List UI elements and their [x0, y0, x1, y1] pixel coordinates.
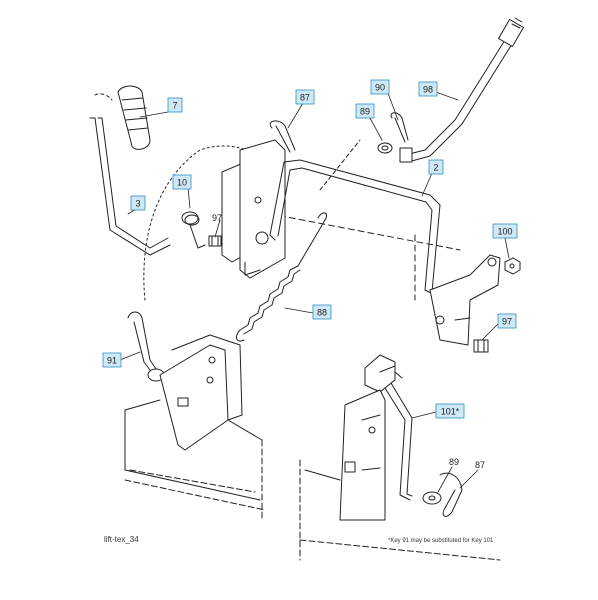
- callout-101: 101*: [435, 403, 465, 419]
- callout-10: 10: [172, 174, 192, 190]
- deck-left: [124, 399, 266, 521]
- svg-text:2: 2: [433, 163, 438, 173]
- svg-text:100: 100: [497, 227, 512, 237]
- callout-88: 88: [312, 304, 332, 320]
- label-87-bottom: 87: [475, 460, 485, 470]
- lift-tube: [399, 17, 524, 163]
- label-89-bottom: 89: [449, 457, 459, 467]
- center-bracket: [221, 139, 286, 279]
- lift-link: [269, 159, 451, 306]
- callout-3: 3: [130, 195, 146, 211]
- deck-right: [299, 459, 501, 561]
- svg-text:3: 3: [135, 199, 140, 209]
- callout-97-right: 97: [497, 313, 517, 329]
- svg-text:91: 91: [107, 356, 117, 366]
- label-97-left: 97: [212, 213, 222, 223]
- bolt-right: [473, 339, 489, 353]
- svg-text:87: 87: [300, 93, 310, 103]
- handle-grip: [117, 85, 151, 150]
- bolt-left: [208, 235, 222, 247]
- drawing-id: lift-tex_34: [104, 535, 139, 544]
- svg-text:88: 88: [317, 308, 327, 318]
- substitution-note: *Key 91 may be substituted for Key 101: [388, 538, 494, 544]
- svg-text:7: 7: [172, 101, 177, 111]
- callout-98: 98: [418, 81, 438, 97]
- right-bracket: [429, 254, 501, 346]
- torsion-spring: [181, 211, 206, 249]
- callout-89-top: 89: [355, 103, 375, 119]
- svg-text:98: 98: [423, 85, 433, 95]
- left-deck-bracket: [159, 334, 243, 451]
- callout-90: 90: [370, 79, 390, 95]
- svg-text:10: 10: [177, 178, 187, 188]
- hairpin-clip-bottom: [439, 472, 463, 517]
- hairpin-clip-top: [269, 120, 296, 153]
- washer-89-top: [377, 142, 393, 154]
- right-deck-bracket: [339, 389, 386, 521]
- callout-100: 100: [492, 223, 518, 239]
- washer-89-bottom: [422, 491, 442, 505]
- nut-100: [504, 257, 521, 275]
- extension-spring: [236, 212, 328, 342]
- callout-7: 7: [167, 97, 183, 113]
- svg-text:89: 89: [360, 107, 370, 117]
- callout-87-top: 87: [295, 89, 315, 105]
- svg-text:90: 90: [375, 83, 385, 93]
- lift-handle-rod: [89, 93, 171, 256]
- clip-90: [390, 112, 409, 143]
- svg-text:97: 97: [502, 317, 512, 327]
- callout-91: 91: [102, 352, 122, 368]
- callout-2: 2: [428, 159, 444, 175]
- svg-text:101*: 101*: [441, 407, 460, 417]
- lift-arm-101: [364, 354, 413, 501]
- lift-arm-91: [127, 311, 165, 382]
